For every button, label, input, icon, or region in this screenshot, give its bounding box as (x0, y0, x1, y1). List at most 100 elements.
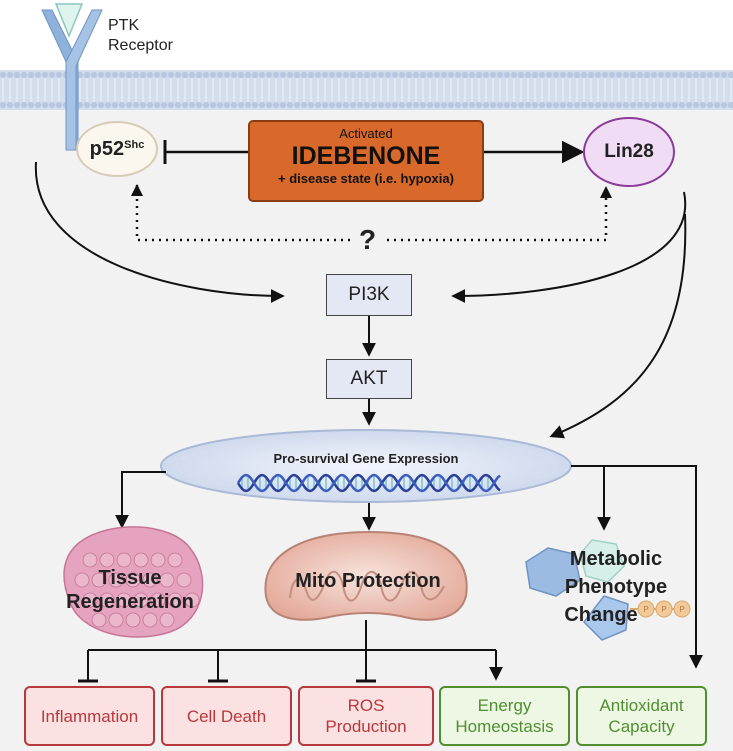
lipid-head (454, 71, 462, 79)
lipid-head (426, 101, 434, 109)
lipid-head (307, 71, 315, 79)
tissue-cell (74, 572, 90, 588)
lipid-head (13, 71, 21, 79)
lipid-head (629, 101, 637, 109)
p52-superscript: Shc (124, 139, 145, 151)
lipid-head (265, 101, 273, 109)
lipid-head (545, 71, 553, 79)
lipid-head (384, 71, 392, 79)
metabolic-label-line3: Change (564, 604, 638, 626)
lipid-head (664, 101, 672, 109)
lipid-head (573, 101, 581, 109)
lipid-head (272, 101, 280, 109)
lipid-head (433, 101, 441, 109)
lipid-head (524, 101, 532, 109)
tissue-cell (125, 572, 141, 588)
lipid-head (328, 101, 336, 109)
outcome-antioxidant-capacity: Antioxidant Capacity (576, 686, 707, 746)
lipid-head (223, 101, 231, 109)
lipid-head (440, 71, 448, 79)
lipid-head (111, 71, 119, 79)
lipid-head (20, 71, 28, 79)
lipid-head (517, 101, 525, 109)
lipid-head (237, 71, 245, 79)
tissue-label: Tissue Regeneration (60, 566, 200, 614)
idebenone-line1: Activated (339, 126, 393, 141)
lipid-head (265, 71, 273, 79)
lipid-head (706, 71, 714, 79)
lipid-head (153, 101, 161, 109)
lipid-head (230, 101, 238, 109)
lipid-head (398, 71, 406, 79)
lipid-head (90, 71, 98, 79)
lipid-head (496, 101, 504, 109)
lipid-head (20, 101, 28, 109)
lipid-head (643, 71, 651, 79)
lipid-head (363, 71, 371, 79)
nucleus-label: Pro-survival Gene Expression (273, 451, 459, 466)
lipid-head (685, 71, 693, 79)
tissue-cell (116, 592, 132, 608)
lipid-head (384, 101, 392, 109)
lipid-head (342, 71, 350, 79)
phosphate-bead (637, 600, 655, 618)
lipid-head (657, 71, 665, 79)
dna-strand (236, 473, 501, 493)
tissue-cell (116, 552, 132, 568)
lipid-head (370, 101, 378, 109)
lipid-head (580, 71, 588, 79)
metabolic-label-line2: Phenotype (564, 576, 668, 598)
lipid-head (174, 71, 182, 79)
lipid-head (524, 71, 532, 79)
lipid-head (321, 71, 329, 79)
lipid-head (685, 101, 693, 109)
lipid-head (321, 101, 329, 109)
lipid-head (209, 71, 217, 79)
lipid-head (356, 71, 364, 79)
lipid-head (552, 71, 560, 79)
lipid-head (601, 71, 609, 79)
lipid-head (412, 101, 420, 109)
lipid-head (34, 101, 42, 109)
lipid-head (216, 71, 224, 79)
lipid-head (237, 101, 245, 109)
lipid-head (272, 71, 280, 79)
lipid-head (587, 101, 595, 109)
lipid-head (475, 101, 483, 109)
lipid-head (139, 71, 147, 79)
lipid-head (153, 71, 161, 79)
lipid-head (671, 71, 679, 79)
lipid-head (27, 71, 35, 79)
lipid-head (97, 71, 105, 79)
pi3k-box: PI3K (326, 274, 412, 316)
lipid-head (293, 71, 301, 79)
lipid-head (377, 71, 385, 79)
tissue-cell (167, 592, 183, 608)
phosphate-label: P (661, 605, 666, 614)
lipid-head (720, 71, 728, 79)
lipid-head (622, 101, 630, 109)
lipid-head (251, 101, 259, 109)
metabolic-label-line1: Metabolic (569, 548, 663, 570)
lipid-head (489, 71, 497, 79)
lipid-head (13, 101, 21, 109)
lipid-head (258, 71, 266, 79)
phosphate-label: P (643, 605, 648, 614)
dna-strand (236, 473, 501, 493)
idebenone-title: IDEBENONE (291, 142, 441, 170)
tissue-cell (176, 572, 192, 588)
lipid-head (629, 71, 637, 79)
lipid-head (293, 101, 301, 109)
question-mark: ? (359, 224, 377, 255)
lipid-head (181, 71, 189, 79)
lipid-head (713, 101, 721, 109)
dotted-path-right (387, 190, 608, 242)
lipid-head (510, 71, 518, 79)
outcome-ros-line2: Production (325, 717, 407, 736)
lipid-head (636, 101, 644, 109)
outcome-antiox-line2: Capacity (608, 717, 675, 736)
lipid-head (398, 101, 406, 109)
lipid-head (636, 71, 644, 79)
lipid-head (440, 101, 448, 109)
lipid-head (573, 71, 581, 79)
